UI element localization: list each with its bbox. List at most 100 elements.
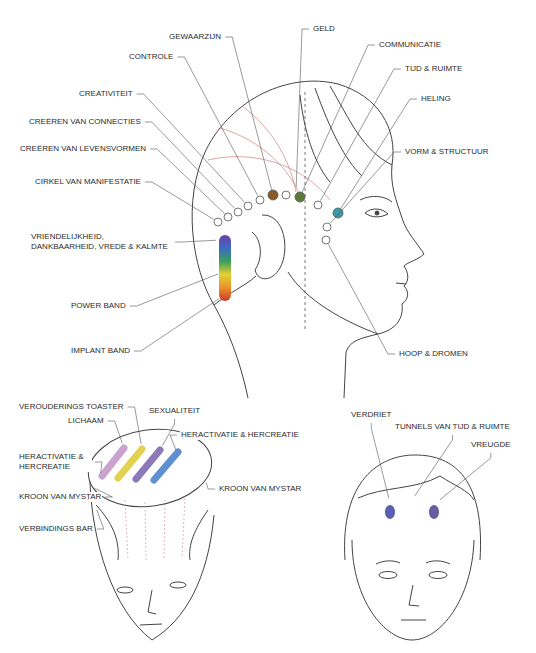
face-outline: [90, 482, 214, 640]
point-label: CREËREN VAN CONNECTIES: [28, 117, 142, 127]
hair-line: [330, 86, 392, 165]
point-label: CIRKEL VAN MANIFESTATIE: [34, 177, 142, 187]
point-label: VREUGDE: [470, 440, 512, 450]
fringe: [358, 476, 474, 500]
color-point: [268, 190, 278, 200]
energy-line: [208, 157, 330, 200]
front-head: [345, 455, 481, 640]
energy-line: [145, 502, 146, 560]
energy-line: [182, 498, 185, 558]
forehead-point: [385, 505, 395, 519]
point: [322, 236, 330, 244]
eye: [429, 572, 447, 579]
point-label: GELD: [312, 24, 336, 34]
eye: [379, 572, 397, 579]
point-label: CONTROLE: [128, 52, 174, 62]
head-outline: [192, 81, 424, 398]
leader-line: [440, 453, 491, 500]
leader-line: [330, 152, 401, 223]
eye: [365, 209, 388, 217]
point-label: COMMUNICATIE: [378, 40, 442, 50]
leader-line: [206, 483, 215, 489]
point: [224, 213, 232, 221]
point-label: VORM & STRUCTUUR: [404, 147, 490, 157]
point: [282, 191, 290, 199]
hair-line: [190, 510, 208, 560]
leader-line: [170, 435, 177, 450]
leader-line: [130, 274, 219, 306]
mouth: [396, 283, 406, 284]
rainbow-band: [219, 235, 231, 301]
profile-head: [192, 81, 424, 398]
point-label: CREATIVITEIT: [78, 89, 134, 99]
eye: [170, 582, 186, 588]
point-label: VERDRIET: [350, 410, 392, 420]
leader-line: [302, 45, 375, 192]
point-label: VRIENDELIJKHEID, DANKBAARHEID, VREDE & K…: [30, 232, 172, 252]
leader-line: [95, 462, 102, 473]
leader-line: [128, 407, 142, 444]
hair-line: [300, 95, 330, 182]
leader-line: [175, 240, 216, 242]
color-point: [295, 192, 305, 202]
hair-line: [315, 88, 362, 176]
points: [214, 190, 343, 244]
leader-line: [415, 435, 453, 496]
hair-outline: [345, 455, 481, 560]
point-label: VEROUDERINGS TOASTER: [18, 402, 125, 412]
leader-line: [177, 57, 257, 196]
point-label: KROON VAN MYSTAR: [18, 492, 102, 502]
point-label: VERBINDINGS BAR: [18, 524, 94, 534]
energy-line: [125, 500, 128, 560]
nose: [148, 590, 156, 614]
leader-line: [150, 149, 224, 214]
pupil: [375, 211, 379, 215]
point: [314, 201, 322, 209]
leader-line: [296, 29, 309, 187]
leader-line: [134, 299, 219, 351]
point: [234, 208, 242, 216]
point-label: POWER BAND: [70, 301, 127, 311]
leader-line: [371, 423, 389, 498]
energy-lines: [125, 498, 185, 560]
band: [154, 452, 178, 480]
ear: [252, 215, 285, 279]
point-label: KROON VAN MYSTAR: [218, 484, 302, 494]
point-label: TUNNELS VAN TIJD & RUIMTE: [394, 422, 511, 432]
energy-line: [220, 128, 300, 196]
energy-lines: [208, 106, 330, 200]
face-outline: [352, 540, 474, 640]
point: [323, 223, 331, 231]
leader-line: [145, 182, 214, 219]
leader-line: [97, 510, 104, 529]
point-label: HELING: [420, 94, 452, 104]
nose: [409, 585, 419, 606]
point-label: SEXUALITEIT: [148, 406, 201, 416]
point-label: TIJD & RUIMTE: [404, 64, 463, 74]
hair-line: [96, 505, 118, 560]
jaw-line: [288, 272, 378, 334]
eye: [117, 587, 133, 593]
leader-line: [320, 69, 401, 201]
mouth: [140, 624, 162, 625]
point-label: GEWAARZIJN: [168, 32, 222, 42]
leader-line: [225, 37, 272, 190]
point-label: IMPLANT BAND: [70, 346, 131, 356]
leader-line: [145, 122, 235, 208]
leader-line: [328, 244, 395, 354]
crown-bands: [102, 448, 178, 480]
energy-line: [164, 500, 165, 560]
color-point: [333, 208, 343, 218]
center-line: [305, 92, 306, 330]
point-label: HERACTIVATIE & HERCREATIE: [18, 452, 92, 472]
point: [244, 202, 252, 210]
crown-head: [83, 422, 216, 640]
mouth: [401, 620, 426, 621]
leader-line: [137, 94, 245, 202]
eyebrow: [426, 561, 450, 564]
point-label: CREËREN VAN LEVENSVORMEN: [19, 144, 147, 154]
point-label: LICHAAM: [67, 416, 105, 426]
eyebrow: [360, 196, 392, 202]
point: [256, 196, 264, 204]
